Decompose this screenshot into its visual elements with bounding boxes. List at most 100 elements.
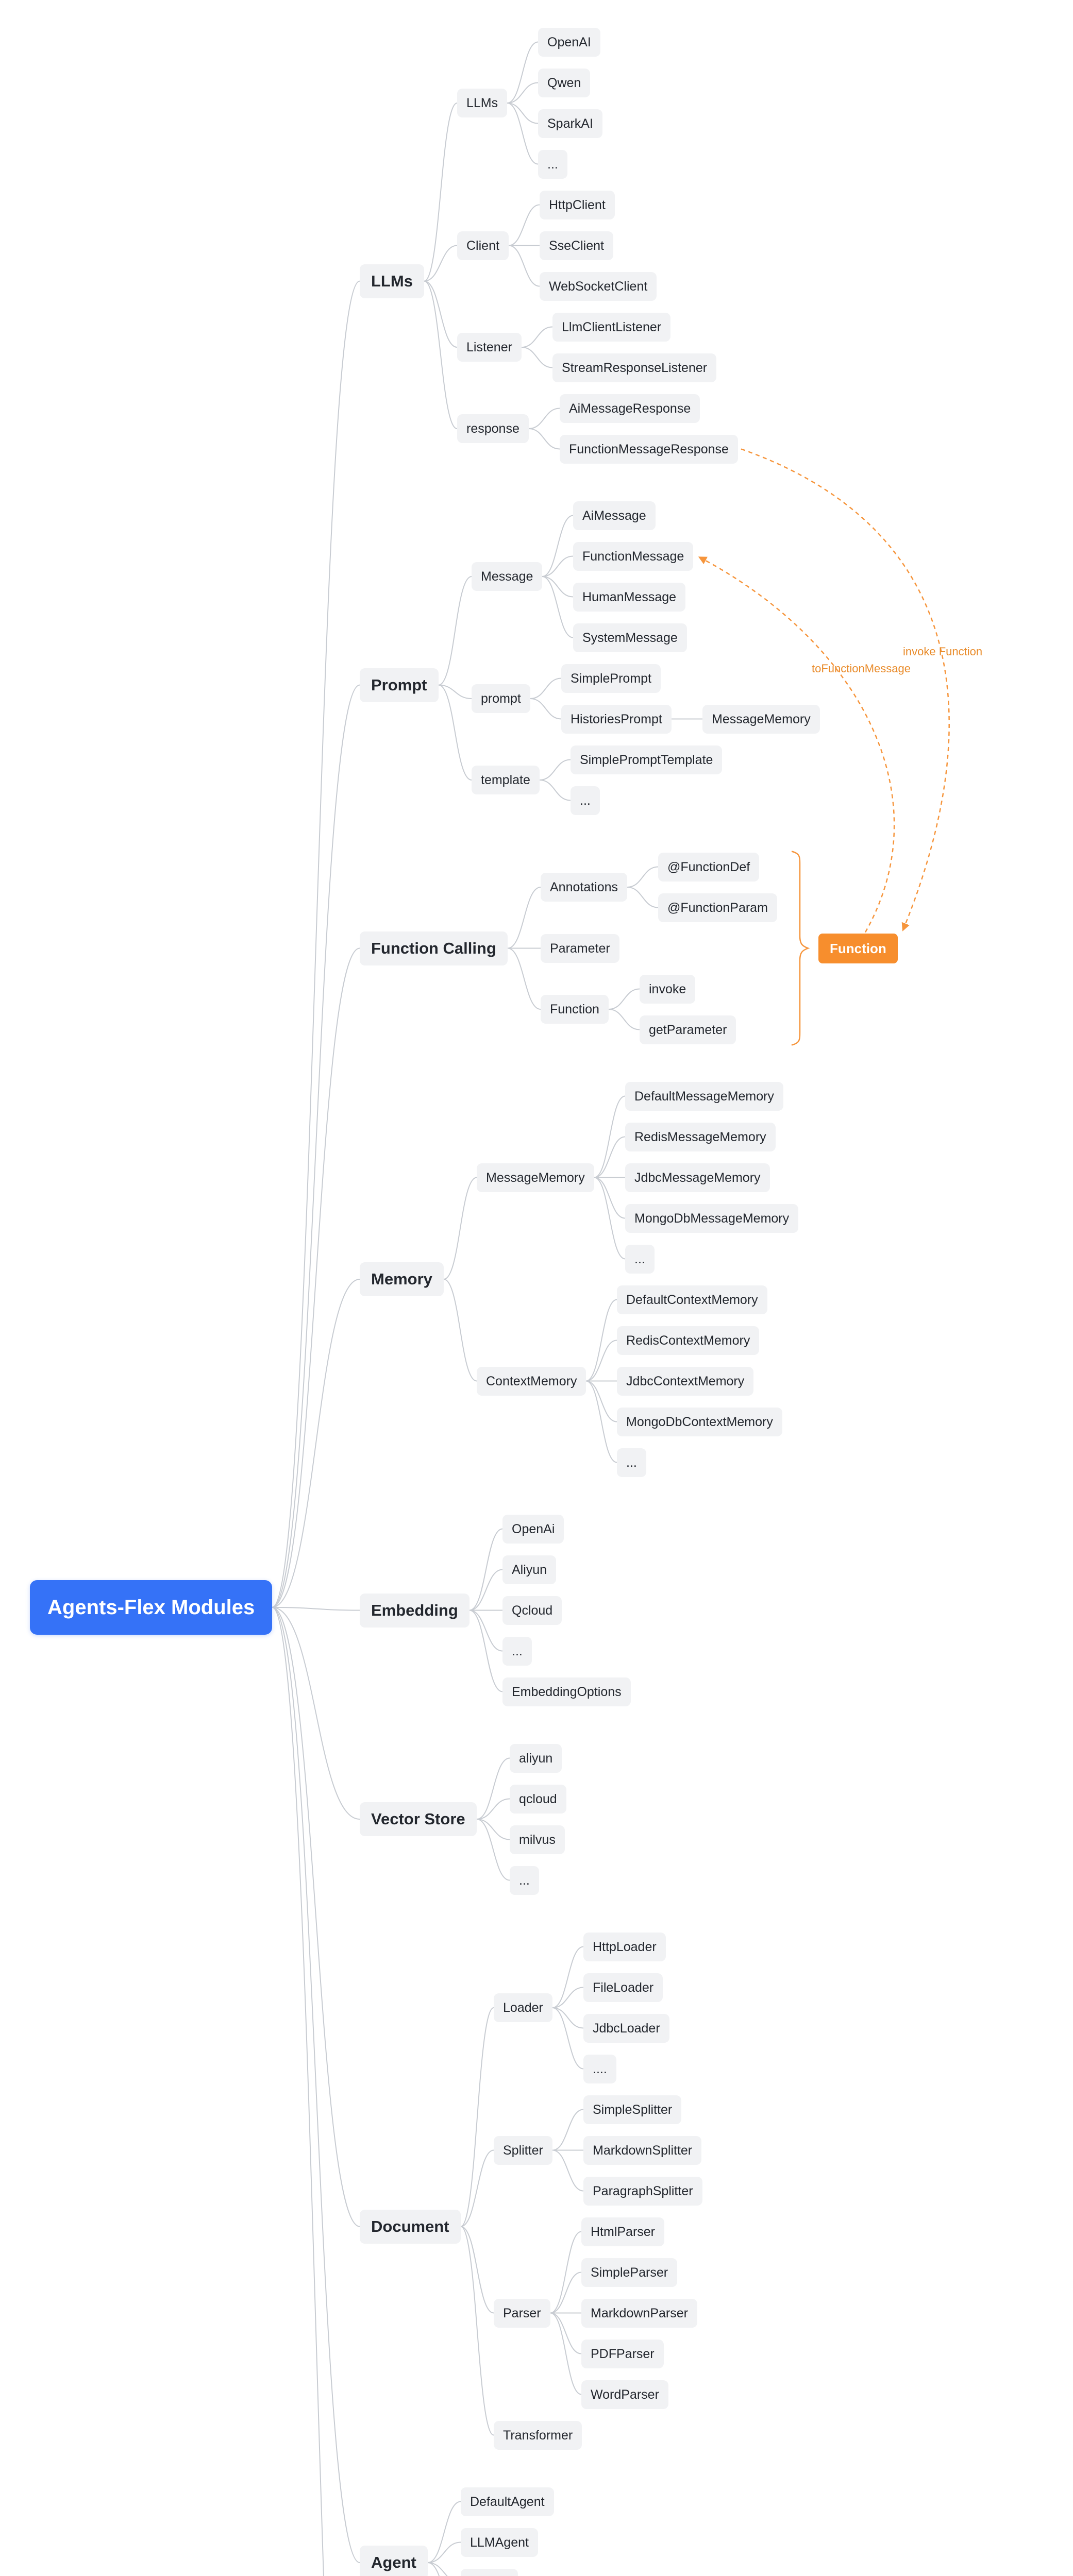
connector-line bbox=[443, 1279, 477, 1382]
connector-line bbox=[438, 684, 472, 781]
branch-node-llms[interactable]: LLMs bbox=[360, 264, 424, 298]
map-node-prompt[interactable]: prompt bbox=[472, 684, 530, 713]
map-node-milvus[interactable]: milvus bbox=[510, 1825, 565, 1854]
map-node-streamresponselistener[interactable]: StreamResponseListener bbox=[552, 353, 717, 382]
map-node-functionmessage[interactable]: FunctionMessage bbox=[573, 542, 694, 571]
map-node-listener[interactable]: Listener bbox=[457, 333, 522, 362]
map-node-jdbcmessagememory[interactable]: JdbcMessageMemory bbox=[625, 1163, 770, 1192]
map-node-mongodbcontextmemory[interactable]: MongoDbContextMemory bbox=[617, 1408, 782, 1436]
map-node-wordparser[interactable]: WordParser bbox=[581, 2380, 668, 2409]
map-node-ellipsis[interactable]: ... bbox=[625, 1245, 655, 1274]
function-node[interactable]: Function bbox=[818, 934, 898, 963]
map-node-redismessagememory[interactable]: RedisMessageMemory bbox=[625, 1123, 776, 1151]
map-node-sseclient[interactable]: SseClient bbox=[540, 231, 613, 260]
map-node-messagememory[interactable]: MessageMemory bbox=[702, 705, 820, 734]
map-node-paragraphsplitter[interactable]: ParagraphSplitter bbox=[583, 2177, 702, 2206]
map-node-simplesplitter[interactable]: SimpleSplitter bbox=[583, 2095, 682, 2124]
connector-line bbox=[272, 280, 360, 1608]
branch-node-function-calling[interactable]: Function Calling bbox=[360, 931, 508, 965]
branch-node-embedding[interactable]: Embedding bbox=[360, 1594, 470, 1628]
map-node-simpleparser[interactable]: SimpleParser bbox=[581, 2258, 678, 2287]
connector-line bbox=[424, 245, 458, 282]
map-node-defaultcontextmemory[interactable]: DefaultContextMemory bbox=[617, 1285, 767, 1314]
map-node-simpleprompt[interactable]: SimplePrompt bbox=[561, 664, 661, 693]
map-node-qcloud[interactable]: Qcloud bbox=[502, 1596, 562, 1625]
map-node-ellipsis[interactable]: ... bbox=[502, 1637, 532, 1666]
map-node-sparkai[interactable]: SparkAI bbox=[538, 109, 602, 138]
map-node-message[interactable]: Message bbox=[472, 562, 543, 591]
map-node-annotations[interactable]: Annotations bbox=[541, 873, 628, 902]
map-node-historiesprompt[interactable]: HistoriesPrompt bbox=[561, 705, 672, 734]
map-node-transformer[interactable]: Transformer bbox=[494, 2421, 582, 2450]
connector-line bbox=[507, 103, 539, 124]
map-node-functionparam[interactable]: @FunctionParam bbox=[658, 893, 777, 922]
branch-node-agent[interactable]: Agent bbox=[360, 2546, 428, 2576]
map-node-mongodbmessagememory[interactable]: MongoDbMessageMemory bbox=[625, 1204, 799, 1233]
map-node-response[interactable]: response bbox=[457, 414, 529, 443]
map-node-openai[interactable]: OpenAI bbox=[538, 28, 600, 57]
connector-line bbox=[627, 887, 659, 908]
map-node-llmclientlistener[interactable]: LlmClientListener bbox=[552, 313, 671, 342]
map-node-websocketclient[interactable]: WebSocketClient bbox=[540, 272, 657, 301]
map-node-contextmemory[interactable]: ContextMemory bbox=[477, 1367, 586, 1396]
group-brace bbox=[791, 851, 810, 1046]
map-node-getparameter[interactable]: getParameter bbox=[640, 1015, 736, 1044]
map-node-simpleprompttemplate[interactable]: SimplePromptTemplate bbox=[571, 745, 723, 774]
connector-line bbox=[552, 2007, 584, 2029]
connector-line bbox=[507, 103, 539, 165]
map-node-aimessageresponse[interactable]: AiMessageResponse bbox=[560, 394, 700, 423]
map-node-jdbcloader[interactable]: JdbcLoader bbox=[583, 2014, 669, 2043]
map-node-systemmessage[interactable]: SystemMessage bbox=[573, 623, 687, 652]
map-node-functiondef[interactable]: @FunctionDef bbox=[658, 853, 760, 882]
map-node-splitter[interactable]: Splitter bbox=[494, 2136, 552, 2165]
map-node-defaultmessagememory[interactable]: DefaultMessageMemory bbox=[625, 1082, 783, 1111]
map-node-markdownsplitter[interactable]: MarkdownSplitter bbox=[583, 2136, 702, 2165]
map-node-qwen[interactable]: Qwen bbox=[538, 69, 591, 97]
map-node-httpclient[interactable]: HttpClient bbox=[540, 191, 615, 219]
map-node-loader[interactable]: Loader bbox=[494, 1993, 552, 2022]
map-node-llms[interactable]: LLMs bbox=[457, 89, 508, 117]
map-node-ellipsis[interactable]: ... bbox=[571, 786, 600, 815]
map-node-markdownparser[interactable]: MarkdownParser bbox=[581, 2299, 697, 2328]
map-node-ellipsis[interactable]: .... bbox=[583, 2055, 616, 2083]
branch-node-prompt[interactable]: Prompt bbox=[360, 668, 439, 702]
connector-line bbox=[272, 684, 360, 1608]
connector-line bbox=[585, 1340, 617, 1382]
map-node-openai[interactable]: OpenAi bbox=[502, 1515, 564, 1544]
map-node-invoke[interactable]: invoke bbox=[640, 975, 696, 1004]
connector-line bbox=[460, 2007, 494, 2227]
map-node-rediscontextmemory[interactable]: RedisContextMemory bbox=[617, 1326, 760, 1355]
map-node-qcloud[interactable]: qcloud bbox=[510, 1785, 566, 1814]
root-node-agents-flex-modules[interactable]: Agents-Flex Modules bbox=[30, 1580, 273, 1635]
map-node-pdfparser[interactable]: PDFParser bbox=[581, 2340, 664, 2368]
map-node-ellipsis[interactable]: ... bbox=[510, 1866, 539, 1895]
map-node-functionmessageresponse[interactable]: FunctionMessageResponse bbox=[560, 435, 738, 464]
connector-line bbox=[508, 204, 540, 246]
map-node-defaultagent[interactable]: DefaultAgent bbox=[461, 2487, 554, 2516]
map-node-ellipsis[interactable]: ... bbox=[538, 150, 567, 179]
map-node-parser[interactable]: Parser bbox=[494, 2299, 550, 2328]
map-node-humanmessage[interactable]: HumanMessage bbox=[573, 583, 686, 612]
map-node-template[interactable]: template bbox=[472, 766, 540, 794]
map-node-fileloader[interactable]: FileLoader bbox=[583, 1973, 663, 2002]
map-node-htmlparser[interactable]: HtmlParser bbox=[581, 2217, 665, 2246]
branch-node-document[interactable]: Document bbox=[360, 2210, 461, 2244]
map-node-embeddingoptions[interactable]: EmbeddingOptions bbox=[502, 1677, 631, 1706]
map-node-client[interactable]: Client bbox=[457, 231, 509, 260]
connector-line bbox=[627, 866, 659, 888]
map-node-httploader[interactable]: HttpLoader bbox=[583, 1933, 666, 1961]
branch-node-memory[interactable]: Memory bbox=[360, 1262, 444, 1296]
map-node-llmagent[interactable]: LLMAgent bbox=[461, 2528, 538, 2557]
map-node-aliyun[interactable]: Aliyun bbox=[502, 1555, 557, 1584]
map-node-messagememory[interactable]: MessageMemory bbox=[477, 1163, 594, 1192]
map-node-jdbccontextmemory[interactable]: JdbcContextMemory bbox=[617, 1367, 754, 1396]
branch-node-vector-store[interactable]: Vector Store bbox=[360, 1802, 477, 1836]
map-node-output[interactable]: Output bbox=[461, 2569, 518, 2576]
connector-line bbox=[552, 2109, 584, 2151]
map-node-aimessage[interactable]: AiMessage bbox=[573, 501, 656, 530]
map-node-aliyun[interactable]: aliyun bbox=[510, 1744, 562, 1773]
map-node-parameter[interactable]: Parameter bbox=[541, 934, 619, 963]
map-node-ellipsis[interactable]: ... bbox=[617, 1448, 646, 1477]
map-node-function[interactable]: Function bbox=[541, 995, 609, 1024]
